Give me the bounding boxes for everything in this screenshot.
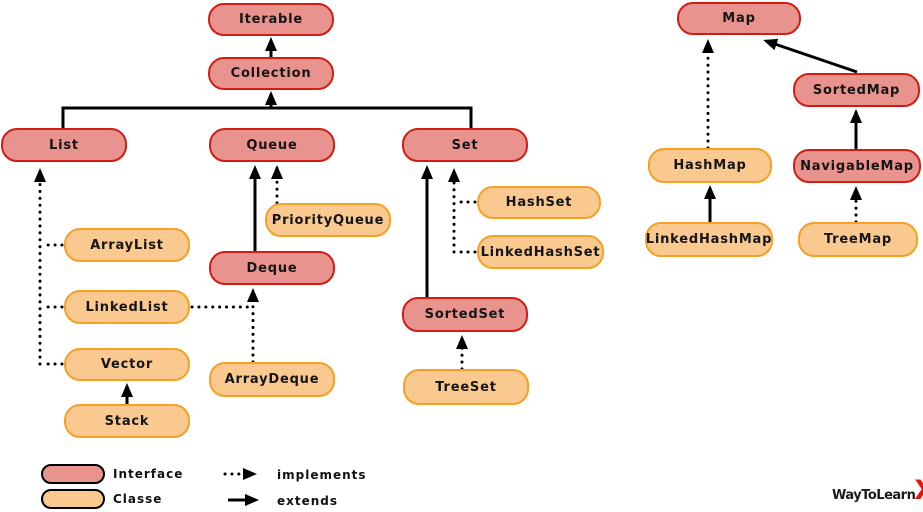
node-navigablemap: NavigableMap [793, 149, 921, 183]
node-arraydeque: ArrayDeque [209, 362, 335, 397]
node-linkedlist: LinkedList [64, 290, 190, 324]
edge-sortedmap-extends-map [763, 38, 858, 74]
node-linkedhashmap: LinkedHashMap [645, 222, 773, 257]
node-collection: Collection [208, 57, 334, 90]
legend-classe-swatch [41, 489, 105, 509]
legend-classe-label: Classe [113, 492, 163, 506]
node-linkedhashset: LinkedHashSet [477, 235, 604, 269]
node-stack: Stack [64, 404, 190, 438]
node-priorityqueue: PriorityQueue [265, 203, 391, 237]
node-deque: Deque [209, 251, 335, 285]
node-sortedmap: SortedMap [793, 73, 920, 107]
node-arraylist: ArrayList [64, 228, 190, 262]
node-map: Map [677, 2, 801, 35]
legend-interface-swatch [41, 464, 105, 484]
node-treemap: TreeMap [798, 222, 918, 257]
legend-extends-label: extends [277, 494, 339, 508]
node-iterable: Iterable [208, 3, 334, 36]
node-treeset: TreeSet [403, 369, 529, 405]
node-hashset: HashSet [477, 186, 601, 219]
logo-x: X [914, 477, 923, 504]
node-hashmap: HashMap [648, 148, 772, 183]
node-vector: Vector [64, 348, 190, 381]
edge-trunk-list-queue-set [61, 106, 473, 130]
legend-implements-label: implements [277, 468, 367, 482]
node-sortedset: SortedSet [402, 297, 528, 332]
waytolearnx-logo: WayToLearnX [832, 477, 923, 504]
legend-interface-label: Interface [113, 467, 184, 481]
node-list: List [1, 128, 127, 162]
node-set: Set [402, 128, 528, 162]
logo-text: WayToLearn [832, 488, 916, 503]
node-queue: Queue [209, 128, 335, 162]
